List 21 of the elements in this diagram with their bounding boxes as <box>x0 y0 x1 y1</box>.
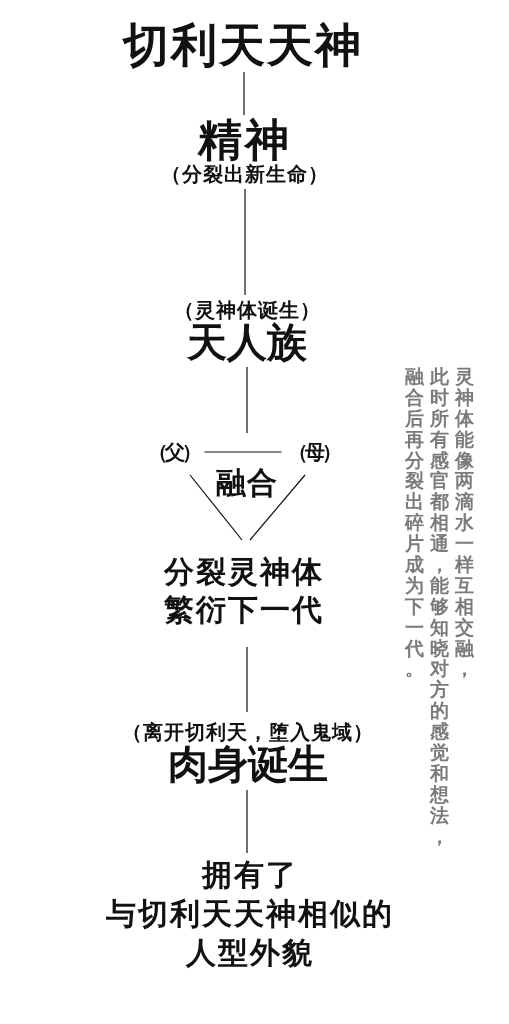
stage-title: 切利天天神 <box>123 20 363 70</box>
stage-title: 天人族 <box>187 322 307 362</box>
connector-line <box>189 474 243 541</box>
stage-note: （离开切利天，堕入鬼域） <box>122 720 374 744</box>
stage-title: 分裂灵神体繁衍下一代 <box>164 553 324 629</box>
stage-title: 拥有了与切利天天神相似的人型外貌 <box>106 856 394 972</box>
connector-line <box>203 451 283 453</box>
connector-line <box>246 646 248 713</box>
parent-label: （母） <box>287 441 339 463</box>
connector-line <box>246 789 248 854</box>
connector-line <box>244 188 246 296</box>
stage-note: （灵神体诞生） <box>173 298 321 322</box>
side-note: 灵神体能像两滴水一样互相交融，此时所有感官都相通，能够知晓对方的感觉和想法，融合后再分裂出碎片成为下一代。 <box>405 366 474 847</box>
stage-title: 精神 <box>198 118 292 162</box>
stage-title: 肉身诞生 <box>168 744 328 784</box>
fusion-label: 融合 <box>216 466 278 499</box>
parent-label: （父） <box>147 441 199 463</box>
connector-line <box>246 366 248 434</box>
connector-line <box>243 71 245 116</box>
connector-line <box>249 474 306 541</box>
stage-note: （分裂出新生命） <box>161 162 329 186</box>
